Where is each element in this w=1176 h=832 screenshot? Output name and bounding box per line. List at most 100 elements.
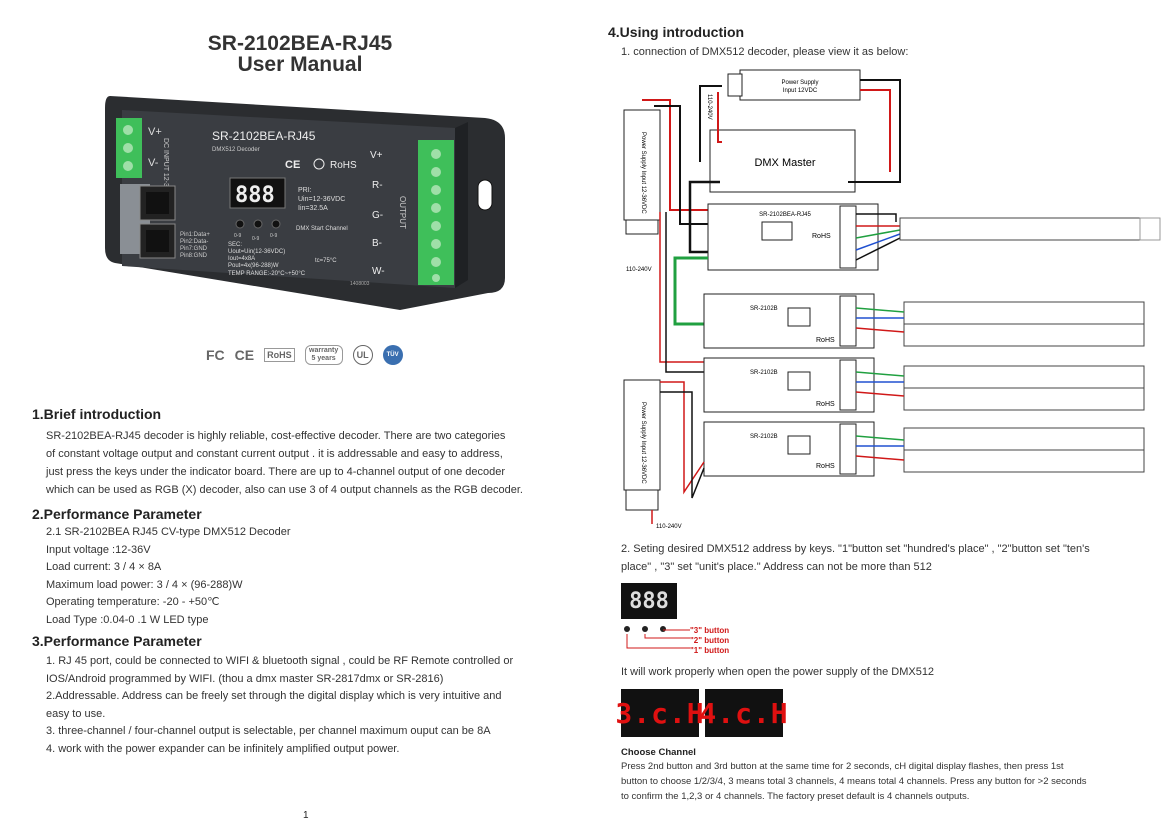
decoder-box: SR-2102BEA-RJ45 RoHS	[707, 203, 879, 271]
dc-input-label: DC INPUT 12-36VDC	[162, 138, 169, 206]
document-subtitle: User Manual	[237, 53, 363, 76]
power-note: It will work properly when open the powe…	[621, 666, 935, 678]
device-display-digits: 888	[235, 183, 275, 208]
power-supply-left-1: Power Supply Input 12-36VDC	[623, 109, 661, 235]
pin-8-label: Pin8:GND	[180, 253, 208, 259]
device-model-label: SR-2102BEA-RJ45	[212, 129, 316, 143]
expander-2-label: SR-2102B	[750, 370, 778, 376]
dmx-start-label: DMX Start Channel	[296, 226, 348, 232]
product-image: V+ V- DC INPUT 12-36VDC Pin1:Data+ Pin2:…	[105, 96, 505, 310]
rohs-logo: RoHS	[264, 348, 295, 362]
tc-label: tc=75°C	[315, 258, 337, 264]
device-key-1[interactable]	[235, 219, 245, 229]
pin-1-label: Pin1:Data+	[180, 232, 210, 238]
section2-line: Maximum load power: 3 / 4 × (96-288)W	[46, 578, 243, 591]
device-rohs-label: RoHS	[330, 160, 357, 171]
step2-line: 2. Seting desired DMX512 address by keys…	[621, 543, 1090, 555]
wiring-diagram: Power Supply Input 12VDC 110-240V DMX Ma…	[623, 69, 1161, 530]
choose-channel-line: button to choose 1/2/3/4, 3 means total …	[621, 776, 1087, 787]
section1-line: just press the keys under the indicator …	[46, 466, 506, 478]
channel-display-3: 3.c.H	[615, 689, 704, 737]
choose-channel-heading: Choose Channel	[621, 747, 696, 758]
led-strip-4	[903, 427, 1145, 473]
section1-heading: 1.Brief introduction	[32, 406, 162, 422]
device-key-2[interactable]	[253, 219, 263, 229]
dc-v-minus-label: V-	[148, 157, 159, 169]
section3-line: 4. work with the power expander can be i…	[46, 742, 400, 755]
out-r-label: R-	[372, 180, 383, 191]
device-key-3[interactable]	[271, 219, 281, 229]
channel-display-4: 4.c.H	[699, 689, 788, 737]
channel-display-3-digits: 3.c.H	[615, 696, 705, 730]
led-strip-3	[903, 365, 1145, 411]
section2-line: Load current: 3 / 4 × 8A	[46, 561, 162, 573]
serial-label: 1408003	[350, 281, 370, 287]
dmx-master-label: DMX Master	[754, 157, 815, 169]
section1-line: of constant voltage output and constant …	[46, 448, 503, 460]
led-strip-1	[899, 217, 1161, 241]
section2-line: Input voltage :12-36V	[46, 543, 151, 556]
expander-3-rohs: RoHS	[816, 463, 835, 470]
section1-line: SR-2102BEA-RJ45 decoder is highly reliab…	[46, 430, 506, 442]
address-button-3[interactable]	[660, 626, 666, 632]
section2-line: Load Type :0.04-0 .1 W LED type	[46, 613, 209, 626]
device-display	[229, 177, 286, 209]
ac-top-label: 110-240V	[706, 94, 712, 120]
button-leader-lines	[626, 629, 690, 649]
pri-label: PRI:	[298, 187, 312, 194]
uout-label: Uout=Uin(12-36VDC)	[228, 249, 285, 255]
rj45-port-2	[139, 223, 176, 259]
address-button-1[interactable]	[624, 626, 630, 632]
ps-top-line2: Input 12VDC	[783, 88, 818, 94]
ac-left-1-label: 110-240V	[626, 267, 652, 273]
warranty-logo: warranty 5 years	[304, 345, 343, 365]
device-bin-icon	[313, 158, 325, 170]
output-terminal	[418, 140, 454, 285]
pin-7-label: Pin7:GND	[180, 246, 208, 252]
iout-label: Iout=4x8A	[228, 256, 255, 262]
out-w-label: W-	[372, 266, 385, 277]
section2-heading: 2.Performance Parameter	[32, 506, 202, 522]
section3-line: 3. three-channel / four-channel output i…	[46, 725, 491, 737]
expander-1: SR-2102B RoHS	[703, 293, 875, 349]
key-3-label: 0-9	[270, 233, 277, 239]
power-supply-12v: Power Supply Input 12VDC	[727, 69, 861, 101]
dmx-master-box: DMX Master	[709, 129, 856, 193]
section4-intro: 1. connection of DMX512 decoder, please …	[621, 46, 909, 58]
address-display-digits: 888	[629, 588, 669, 614]
device-type-label: DMX512 Decoder	[212, 147, 260, 153]
fc-logo: FC	[206, 347, 225, 363]
decoder-label: SR-2102BEA-RJ45	[759, 212, 811, 218]
out-b-label: B-	[372, 238, 382, 249]
ps-left-2-label: Power Supply Input 12-36VDC	[640, 402, 646, 484]
button-2-label: "2" button	[690, 636, 730, 645]
document-title: SR-2102BEA-RJ45	[207, 32, 393, 55]
output-label: OUTPUT	[398, 196, 407, 229]
led-strip-2	[903, 301, 1145, 347]
button-1-label: "1" button	[690, 646, 730, 655]
ul-logo: UL	[352, 345, 373, 365]
section3-line: IOS/Android programmed by WIFI. (thou a …	[46, 672, 444, 685]
ac-left-2-label: 110-240V	[656, 524, 682, 530]
expander-2-rohs: RoHS	[816, 401, 835, 408]
choose-channel-line: Press 2nd button and 3rd button at the s…	[621, 761, 1064, 772]
tuv-logo: TÜV	[382, 345, 403, 365]
pout-label: Pout=4x(96-288)W	[228, 263, 279, 269]
key-2-label: 0-9	[252, 236, 259, 242]
out-v-plus-label: V+	[370, 150, 383, 161]
expander-1-rohs: RoHS	[816, 337, 835, 344]
address-display: 888	[621, 583, 677, 619]
channel-display-4-digits: 4.c.H	[699, 696, 789, 730]
dc-input-terminal	[116, 118, 142, 178]
step2-line: place" , "3" set "unit's place." Address…	[621, 561, 932, 573]
section3-line: 1. RJ 45 port, could be connected to WIF…	[46, 655, 514, 667]
iin-label: Iin=32.5A	[298, 205, 328, 212]
section2-line: Operating temperature: -20 - +50℃	[46, 596, 220, 608]
cert-logos: FC CE RoHS warranty 5 years UL TÜV	[206, 345, 403, 365]
address-button-2[interactable]	[642, 626, 648, 632]
power-supply-left-2: Power Supply Input 12-36VDC	[623, 379, 661, 511]
section3-line: easy to use.	[46, 707, 106, 720]
section4-heading: 4.Using introduction	[608, 24, 745, 40]
expander-2: SR-2102B RoHS	[703, 357, 875, 413]
rj45-port-1	[139, 185, 176, 221]
